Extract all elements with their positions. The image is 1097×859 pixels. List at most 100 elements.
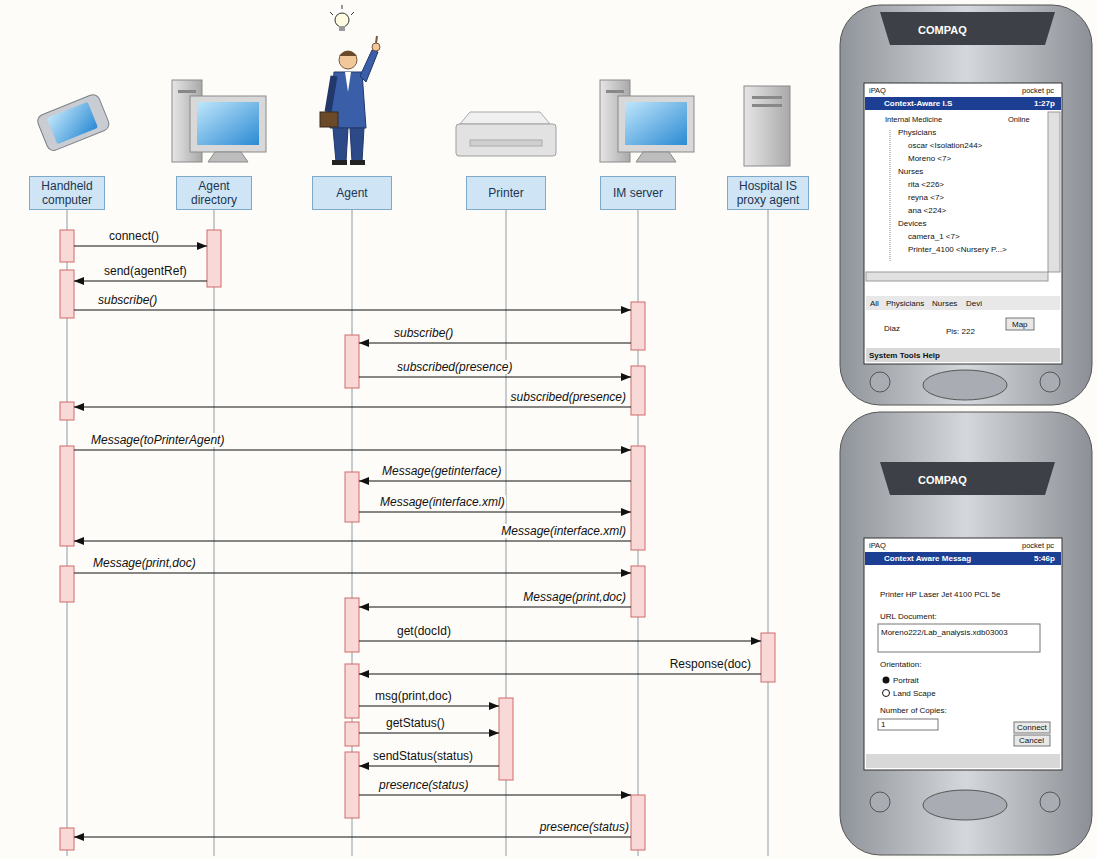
message-label: Message(interface.xml) <box>379 495 506 509</box>
screen-text: Portrait <box>893 676 919 686</box>
screen-text: pocket pc <box>1022 86 1054 96</box>
screen-text: Orientation: <box>880 660 921 670</box>
screen-text: 1 <box>881 720 885 730</box>
message-arrow <box>359 795 631 796</box>
activation-bar <box>631 446 645 550</box>
activation-bar <box>345 598 359 652</box>
activation-bar <box>60 230 74 262</box>
activation-bar <box>345 722 359 746</box>
screen-text: Connect <box>1017 723 1047 733</box>
message-arrow <box>74 310 631 311</box>
screen-text: Number of Copies: <box>880 706 947 716</box>
message-arrow <box>74 407 631 408</box>
screen-text: 5:46p <box>1034 554 1055 564</box>
message-arrow <box>359 377 631 378</box>
screen-text: Context-Aware I.S <box>884 99 952 109</box>
message-arrow <box>359 641 761 642</box>
message-arrow <box>359 343 631 344</box>
message-label: connect() <box>108 229 160 243</box>
screen-text: ana <224> <box>908 206 946 216</box>
screen-text: Printer_4100 <Nursery P...> <box>908 245 1007 255</box>
screen-text: Devices <box>898 219 926 229</box>
message-arrow <box>74 541 631 542</box>
lifeline-head: IM server <box>600 176 676 210</box>
lifeline-title: Hospital IS proxy agent <box>731 179 805 207</box>
lifeline <box>214 210 215 856</box>
message-label: msg(print,doc) <box>374 689 453 703</box>
message-arrow <box>359 674 761 675</box>
activation-bar <box>345 664 359 718</box>
message-label: Message(getinterface) <box>381 464 502 478</box>
activation-bar <box>631 366 645 415</box>
lifeline-title: IM server <box>604 186 672 200</box>
activation-bar <box>60 446 74 546</box>
screen-text: pocket pc <box>1022 541 1054 551</box>
activation-bar <box>631 302 645 350</box>
agent-figure <box>320 5 380 165</box>
screen-text: Physicians <box>886 299 924 309</box>
lifeline-head: Agent directory <box>176 176 252 210</box>
activation-bar <box>499 698 513 780</box>
screen-text: Devi <box>966 299 982 309</box>
activation-bar <box>345 752 359 818</box>
activation-bar <box>345 335 359 388</box>
message-arrow <box>74 281 207 282</box>
screen-text: Pis: 222 <box>946 327 975 337</box>
message-arrow <box>74 246 207 247</box>
message-label: Message(toPrinterAgent) <box>90 433 225 447</box>
screen-text: Moreno <7> <box>908 154 951 164</box>
message-label: subscribe() <box>393 326 454 340</box>
activation-bar <box>60 270 74 318</box>
pda-screenshot <box>840 5 1092 405</box>
activation-bar <box>60 828 74 850</box>
lifeline-head: Hospital IS proxy agent <box>727 176 809 210</box>
screen-text: Physicians <box>898 128 936 138</box>
message-label: presence(status) <box>378 778 469 792</box>
screen-text: iPAQ <box>869 541 886 551</box>
screen-text: Context Aware Messag <box>884 554 971 564</box>
message-label: send(agentRef) <box>103 264 188 278</box>
computer-icon <box>172 80 266 162</box>
screen-text: URL Document: <box>880 612 937 622</box>
handheld-icon <box>36 93 111 153</box>
message-label: get(docId) <box>396 624 452 638</box>
lifeline-title: Agent directory <box>180 179 248 207</box>
activation-bar <box>207 230 221 287</box>
screen-text: COMPAQ <box>918 474 967 487</box>
lifeline-title: Handheld computer <box>33 179 101 207</box>
message-arrow <box>359 733 499 734</box>
screen-text: oscar <Isolation244> <box>908 141 982 151</box>
screen-text: Internal Medicine <box>885 115 942 125</box>
message-arrow <box>359 607 631 608</box>
screen-text: Printer HP Laser Jet 4100 PCL 5e <box>880 590 1001 600</box>
activation-bar <box>631 795 645 850</box>
message-label: subscribed(presence) <box>510 390 627 404</box>
screen-text: Land Scape <box>893 689 936 699</box>
message-arrow <box>359 512 631 513</box>
lifeline-head: Printer <box>466 176 546 210</box>
message-label: Message(print,doc) <box>522 590 627 604</box>
activation-bar <box>60 402 74 420</box>
screen-text: Online <box>1008 115 1030 125</box>
screen-text: rita <226> <box>908 180 944 190</box>
message-label: Response(doc) <box>669 657 752 671</box>
screen-text: COMPAQ <box>918 24 967 37</box>
message-label: subscribed(presence) <box>396 360 513 374</box>
screen-text: Map <box>1012 320 1028 330</box>
screen-text: iPAQ <box>869 86 886 96</box>
screen-text: All <box>870 299 879 309</box>
message-label: subscribe() <box>97 293 158 307</box>
screen-text: System Tools Help <box>869 351 940 361</box>
screen-text: 1:27p <box>1034 99 1055 109</box>
lifeline-title: Printer <box>470 186 542 200</box>
message-arrow <box>359 766 499 767</box>
lifeline <box>768 210 769 856</box>
screen-text: Moreno222/Lab_analysis.xdb03003 <box>881 628 1008 638</box>
message-arrow <box>359 706 499 707</box>
message-arrow <box>74 573 631 574</box>
message-arrow <box>359 481 631 482</box>
message-arrow <box>74 450 631 451</box>
lifeline-head: Handheld computer <box>29 176 105 210</box>
activation-bar <box>761 633 775 682</box>
lifeline-head: Agent <box>312 176 392 210</box>
